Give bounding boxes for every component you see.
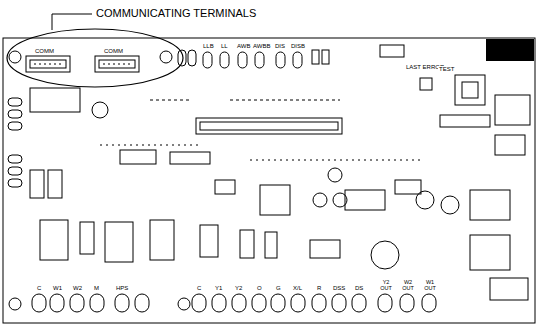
terminal-label: DS [354,285,364,291]
terminal-label: W1 OUT [422,280,438,292]
terminal-label: O [256,285,263,291]
terminal-label: Y2 OUT [378,280,394,292]
terminal-label: DSS [332,285,346,291]
terminal-label: Y1 [214,285,223,291]
terminal-label: X/L [292,285,303,291]
terminal-label: DIS [274,43,286,49]
terminal-label: HPS [115,285,129,291]
terminal-label: TEST [438,66,455,72]
terminal-label: COMM [103,48,124,54]
terminal-label: G [275,285,282,291]
terminal-label: AWBB [252,43,271,49]
terminal-label: W2 OUT [400,280,416,292]
terminal-label: M [93,285,100,291]
terminal-label: LL [220,43,229,49]
terminal-label: C [196,285,202,291]
terminal-label: C [36,285,42,291]
terminal-label: W2 [72,285,83,291]
terminal-label: AWB [236,43,251,49]
terminal-label: COMM [34,48,55,54]
terminal-label: LLB [202,43,215,49]
terminal-label: R [316,285,322,291]
terminal-label: Y2 [234,285,243,291]
callout-label: COMMUNICATING TERMINALS [95,8,257,19]
terminal-label: W1 [52,285,63,291]
terminal-label: DISB [290,43,306,49]
